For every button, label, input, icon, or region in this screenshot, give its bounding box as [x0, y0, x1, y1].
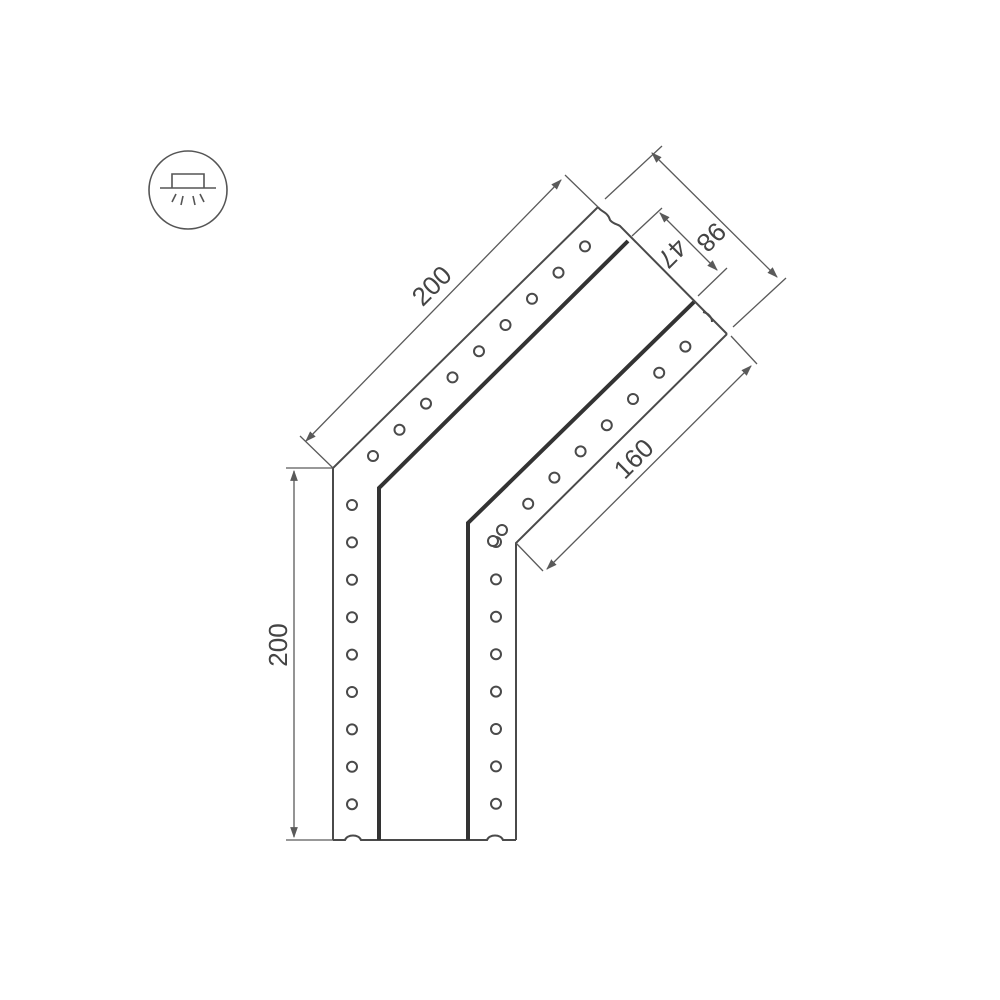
- mounting-hole: [574, 445, 587, 458]
- mounting-hole: [487, 535, 499, 547]
- mounting-hole: [367, 450, 379, 462]
- channel-wall-outer: [377, 239, 630, 840]
- inner-edge: [515, 333, 728, 840]
- mounting-hole: [679, 340, 692, 353]
- channel-walls: [377, 239, 696, 840]
- mounting-hole: [346, 798, 358, 811]
- mounting-hole: [490, 573, 502, 586]
- channel-wall-inner: [466, 300, 696, 840]
- upper-arm-length-label: 200: [406, 260, 458, 312]
- mounting-hole: [499, 319, 512, 331]
- mounting-hole: [522, 497, 535, 510]
- top-notch: [702, 311, 713, 323]
- mounting-hole: [393, 423, 406, 436]
- mounting-hole: [420, 397, 432, 410]
- mounting-hole: [346, 611, 358, 624]
- dimension-upper-arm: 200: [299, 174, 599, 469]
- mounting-hole: [490, 797, 502, 810]
- channel-width-label: 47: [652, 233, 694, 275]
- inner-arm-length-label: 160: [608, 433, 660, 485]
- mounting-hole: [473, 345, 485, 358]
- mounting-hole: [548, 471, 561, 484]
- mounting-hole: [490, 723, 502, 735]
- top-end-edge: [597, 206, 728, 335]
- mounting-hole: [346, 686, 358, 698]
- dimension-lower-arm: 200: [263, 467, 333, 841]
- mounting-hole: [653, 366, 666, 379]
- mounting-hole: [579, 240, 591, 253]
- mounting-hole: [446, 371, 459, 384]
- mounting-hole: [346, 499, 358, 511]
- mounting-hole: [600, 419, 613, 432]
- mounting-hole: [346, 648, 358, 661]
- outer-width-label: 98: [691, 217, 733, 259]
- mounting-hole: [346, 723, 358, 736]
- mounting-hole: [627, 393, 639, 405]
- mounting-hole: [490, 648, 502, 661]
- mounting-hole: [346, 760, 358, 773]
- lower-arm-length-label: 200: [263, 623, 293, 666]
- dimension-inner-arm: 160: [515, 335, 758, 572]
- mounting-hole: [346, 573, 358, 586]
- mounting-hole: [496, 524, 508, 536]
- dimension-outer-width: 98: [604, 145, 787, 328]
- mounting-hole: [490, 610, 502, 623]
- recessed-light-icon: [148, 150, 228, 230]
- mounting-holes: [346, 240, 692, 811]
- mounting-hole: [552, 266, 565, 279]
- outer-edge: [332, 206, 599, 840]
- mounting-hole: [526, 292, 538, 305]
- bottom-end-edge: [333, 834, 516, 841]
- mounting-hole: [490, 685, 502, 698]
- mounting-hole: [490, 760, 502, 773]
- mounting-hole: [346, 536, 358, 549]
